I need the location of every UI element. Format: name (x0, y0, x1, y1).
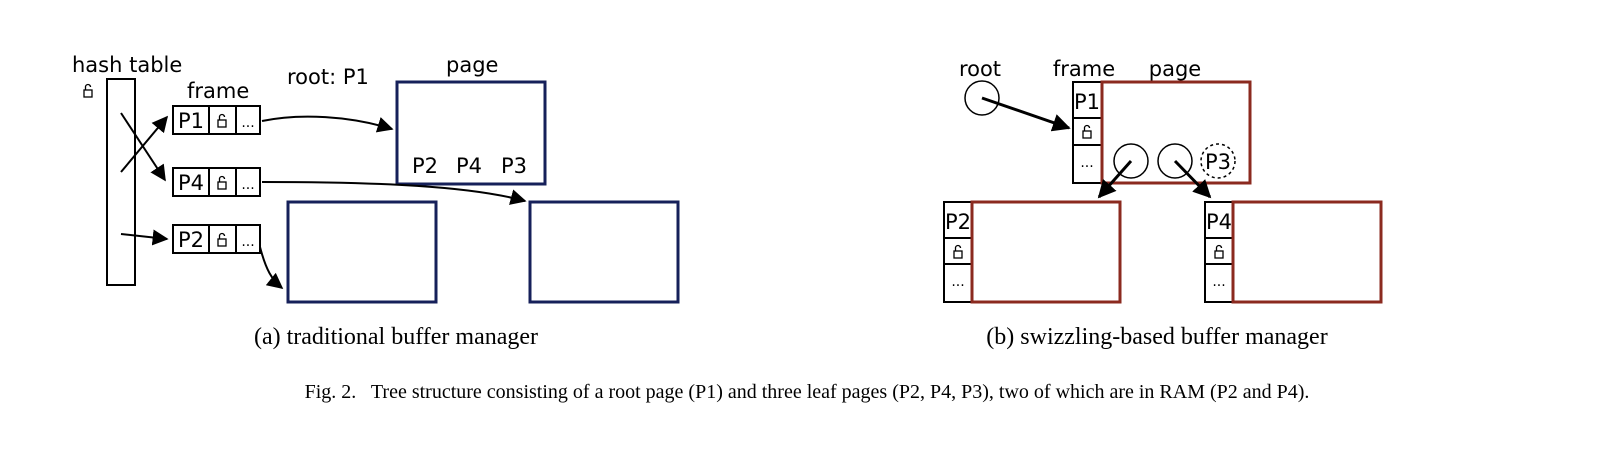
page-label-a: page (446, 53, 498, 77)
page-label-b: page (1149, 57, 1201, 81)
root-page-child-p2: P2 (412, 154, 438, 178)
frame-p1-id: P1 (178, 109, 204, 133)
p1-to-p4-arrow (1173, 159, 1212, 199)
root-pointer-circle (964, 80, 1000, 116)
frame-p1-b-ellipsis: ... (1080, 155, 1093, 171)
frame-p2-id: P2 (178, 228, 204, 252)
frame-p2-b-ellipsis: ... (951, 274, 964, 290)
frame-p4-ellipsis: ... (241, 177, 254, 193)
root-page-a (395, 80, 547, 186)
root-label-a: root: P1 (287, 65, 369, 89)
frame-p1-lock-icon (217, 113, 227, 128)
swizzled-pointer-p4 (1157, 143, 1193, 179)
frame-p2-ellipsis: ... (241, 234, 254, 250)
frame-p4-b-id: P4 (1206, 210, 1232, 234)
frame-p4-b-ellipsis: ... (1212, 274, 1225, 290)
swizzled-pointer-p2 (1113, 143, 1149, 179)
frame-p4-lock-icon (217, 175, 227, 190)
hash-table (106, 78, 136, 286)
frame-p2-lock-icon (217, 232, 227, 247)
root-label-b: root (959, 57, 1001, 81)
frame-p1-more-cell (235, 105, 261, 135)
frame-p2-to-page-arrow (259, 246, 284, 289)
hash-arrow-to-p2 (120, 229, 169, 246)
root-to-p1-arrow (981, 96, 1071, 132)
frame-p2: P2 ... (172, 224, 261, 254)
frame-label-b: frame (1053, 57, 1115, 81)
frame-p2-b-id: P2 (945, 210, 971, 234)
unswizzled-pointer-p3 (1200, 143, 1236, 179)
root-page-b (1100, 80, 1252, 185)
frame-p1: P1 ... (172, 105, 261, 135)
frame-p1-b: P1 ... (1072, 81, 1103, 184)
leaf-page-p2-a (286, 200, 438, 304)
root-page-child-p3: P3 (501, 154, 527, 178)
frame-p4-b-lock-icon (1214, 244, 1224, 259)
figure-caption: Fig. 2. Tree structure consisting of a r… (305, 381, 1310, 403)
frame-p1-b-id: P1 (1074, 90, 1100, 114)
frame-p4: P4 ... (172, 167, 261, 197)
frame-p4-to-page-arrow (261, 181, 527, 205)
leaf-page-p2-b (970, 200, 1122, 304)
frame-label-a: frame (187, 79, 249, 103)
frame-p2-more-cell (235, 224, 261, 254)
hash-arrow-to-p1 (120, 115, 169, 173)
root-page-child-p4: P4 (456, 154, 482, 178)
frame-p1-b-lock-icon (1082, 124, 1092, 139)
panel-b-swizzling: root frame page P1 ... P3 P2 (943, 57, 1383, 350)
panel-a-traditional: hash table frame root: P1 page P1 ... P4… (72, 53, 680, 350)
frame-p4-id: P4 (178, 171, 204, 195)
caption-b: (b) swizzling-based buffer manager (986, 324, 1327, 350)
frame-p2-b: P2 ... (943, 201, 973, 303)
hash-table-lock-icon (83, 83, 93, 98)
frame-p2-b-lock-icon (953, 244, 963, 259)
p1-to-p2-arrow (1097, 160, 1133, 199)
frame-p1-ellipsis: ... (241, 115, 254, 131)
frame-p4-more-cell (235, 167, 261, 197)
frame-p1-to-page-arrow (261, 115, 394, 133)
unloaded-child-label: P3 (1205, 150, 1231, 174)
leaf-page-p4-b (1231, 200, 1383, 304)
caption-a: (a) traditional buffer manager (254, 324, 538, 350)
leaf-page-p4-a (528, 200, 680, 304)
hash-table-label: hash table (72, 53, 182, 77)
frame-p4-b: P4 ... (1204, 201, 1234, 303)
